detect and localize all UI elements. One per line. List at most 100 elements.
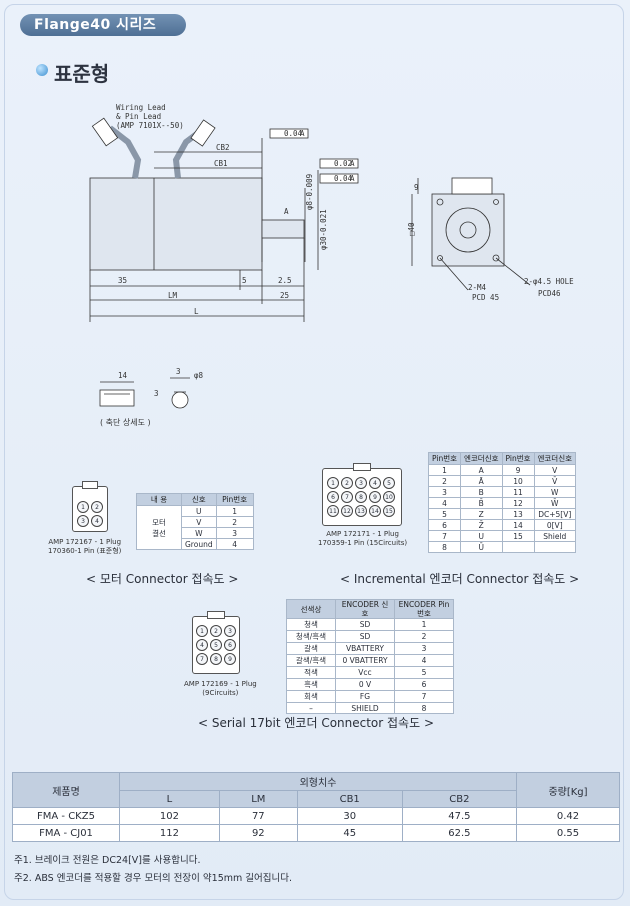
motor-pin: 2: [91, 501, 103, 513]
ser-pin: 4: [196, 639, 208, 651]
tol-value-2: 0.02: [334, 159, 352, 168]
serial-cell: SD: [335, 630, 395, 643]
serial-cell: 0 VBATTERY: [335, 654, 395, 667]
incremental-cell: 6: [428, 519, 461, 531]
serial-cell: –: [286, 702, 336, 714]
inc-pin: 6: [327, 491, 339, 503]
inc-pin: 2: [341, 477, 353, 489]
motor-pin-no: 2: [215, 516, 254, 528]
dimension-cell: 0.42: [516, 807, 620, 825]
key-width: 14: [118, 371, 128, 380]
incremental-cell: 3: [428, 486, 461, 498]
incremental-cell: Shield: [533, 530, 576, 542]
serial-cell: 갈색: [286, 642, 336, 655]
motor-signal: W: [181, 527, 217, 539]
dim-m4: 2-M4: [468, 283, 487, 292]
serial-cell: 8: [394, 702, 454, 714]
inc-pin: 10: [383, 491, 395, 503]
ser-pin: 1: [196, 625, 208, 637]
dim-5: 5: [242, 276, 247, 285]
ser-pin: 6: [224, 639, 236, 651]
inc-pin: 13: [355, 505, 367, 517]
inc-pin: 8: [355, 491, 367, 503]
shaft-dia: φ8-0.009: [305, 174, 314, 210]
incremental-cell: 14: [501, 519, 535, 531]
serial-part-1: AMP 172169 - 1 Plug: [184, 680, 257, 688]
incremental-cell: [501, 541, 535, 553]
incremental-cell: V̄: [533, 475, 576, 487]
note-2: 주2. ABS 엔코더를 적용할 경우 모터의 전장이 약15mm 길어집니다.: [14, 873, 292, 884]
serial-cell: 0 V: [335, 678, 395, 691]
incremental-cell: 13: [501, 508, 535, 520]
incremental-cell: DC+5[V]: [533, 508, 576, 520]
tol-datum-3: A: [350, 174, 355, 183]
serial-cell: 적색: [286, 666, 336, 679]
incremental-cell: U: [460, 530, 503, 542]
dimension-cell: FMA - CKZ5: [12, 807, 120, 825]
serial-cell: 회색: [286, 690, 336, 703]
serial-cell: 갈색/흑색: [286, 654, 336, 667]
inc-pin: 4: [369, 477, 381, 489]
serial-cell: SD: [335, 618, 395, 631]
th-pin: Pin번호: [215, 493, 254, 506]
inc-pin: 15: [383, 505, 395, 517]
ser-pin: 7: [196, 653, 208, 665]
pilot-dia: φ30-0.021: [319, 209, 328, 250]
dim-25: 25: [280, 291, 289, 300]
incremental-cell: 2: [428, 475, 461, 487]
motor-signal: V: [181, 516, 217, 528]
dim-9: 9: [414, 183, 419, 192]
dimension-cell: 92: [218, 824, 298, 842]
incremental-cell: 8: [428, 541, 461, 553]
incremental-cell: Z̄: [460, 519, 503, 531]
dimension-cell: 77: [218, 807, 298, 825]
dimension-cell: 0.55: [516, 824, 620, 842]
connector-note-3: (AMP 7101X--50): [116, 121, 184, 130]
serial-cell: Vcc: [335, 666, 395, 679]
connector-note-2: & Pin Lead: [116, 112, 161, 121]
inc-pin: 9: [369, 491, 381, 503]
inc-pin: 3: [355, 477, 367, 489]
serial-part-2: (9Circuits): [202, 689, 239, 697]
serial-cell: 1: [394, 618, 454, 631]
dimension-cell: 47.5: [401, 807, 518, 825]
serial-cell: 청색: [286, 618, 336, 631]
dim-lm: LM: [168, 291, 178, 300]
motor-signal: U: [181, 505, 217, 517]
serial-cell: 4: [394, 654, 454, 667]
th-content: 내 용: [136, 493, 182, 506]
inc-pin: 1: [327, 477, 339, 489]
incremental-cell: 12: [501, 497, 535, 509]
incremental-cell: 7: [428, 530, 461, 542]
incremental-cell: Z: [460, 508, 503, 520]
dimension-cell: 30: [296, 807, 403, 825]
inc-part-1: AMP 172171 - 1 Plug: [326, 530, 399, 538]
series-title: Flange40 시리즈: [20, 14, 186, 36]
connector-note-1: Wiring Lead: [116, 103, 166, 112]
th-dimensions: 외형치수: [119, 772, 517, 791]
th-pin-a: Pin번호: [428, 452, 461, 465]
motor-part-2: 170360-1 Pin (표준형): [48, 547, 122, 555]
serial-cell: 5: [394, 666, 454, 679]
motor-pin: 1: [77, 501, 89, 513]
incremental-cell: W: [533, 486, 576, 498]
incremental-cell: 15: [501, 530, 535, 542]
serial-cell: VBATTERY: [335, 642, 395, 655]
motor-connector-caption: < 모터 Connector 접속도 >: [86, 572, 239, 586]
th-pin-b: Pin번호: [501, 452, 535, 465]
tol-value-1: 0.04: [284, 129, 303, 138]
incremental-cell: 5: [428, 508, 461, 520]
th-enc-signal: ENCODER 신호: [335, 599, 395, 619]
